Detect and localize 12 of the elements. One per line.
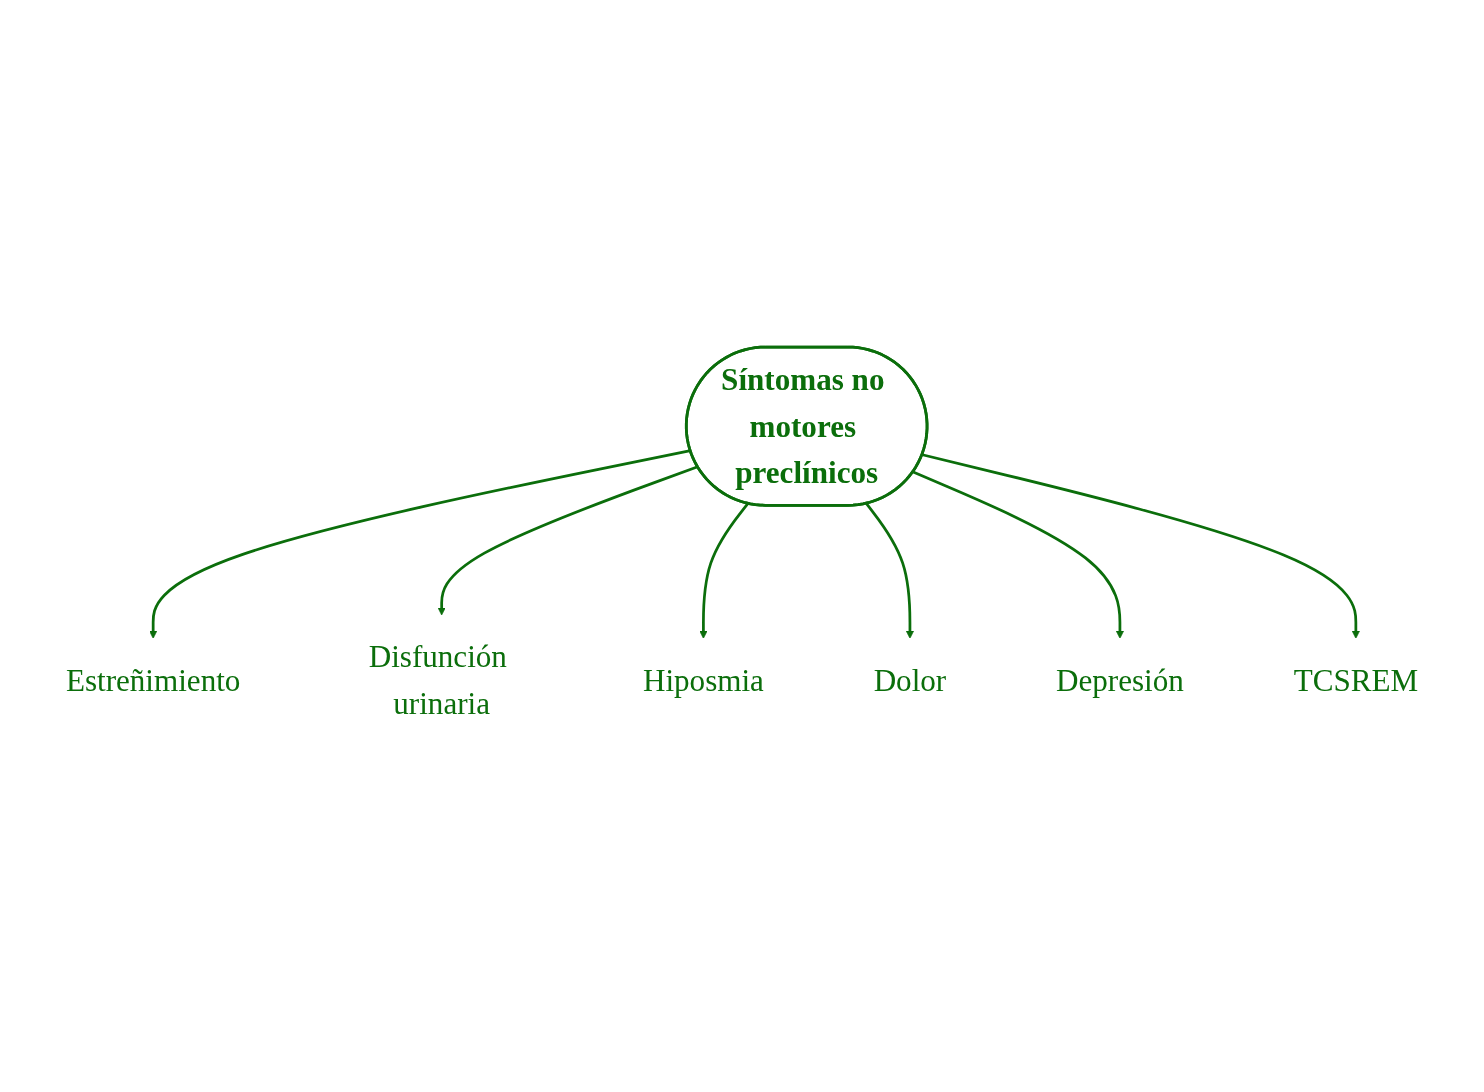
node-text: Depresión [1056, 663, 1184, 697]
node-text: TCSREM [1293, 663, 1419, 697]
node-text: Disfunción urinaria [368, 639, 507, 721]
arrow [865, 502, 914, 639]
arrow [437, 465, 699, 616]
arrow [922, 453, 1360, 639]
arrow [149, 449, 691, 639]
node-text: Estreñimiento [65, 663, 241, 697]
arrow [912, 470, 1124, 639]
node-text: Hiposmia [642, 663, 764, 697]
arrow [699, 502, 749, 639]
node-text: Dolor [873, 663, 947, 697]
